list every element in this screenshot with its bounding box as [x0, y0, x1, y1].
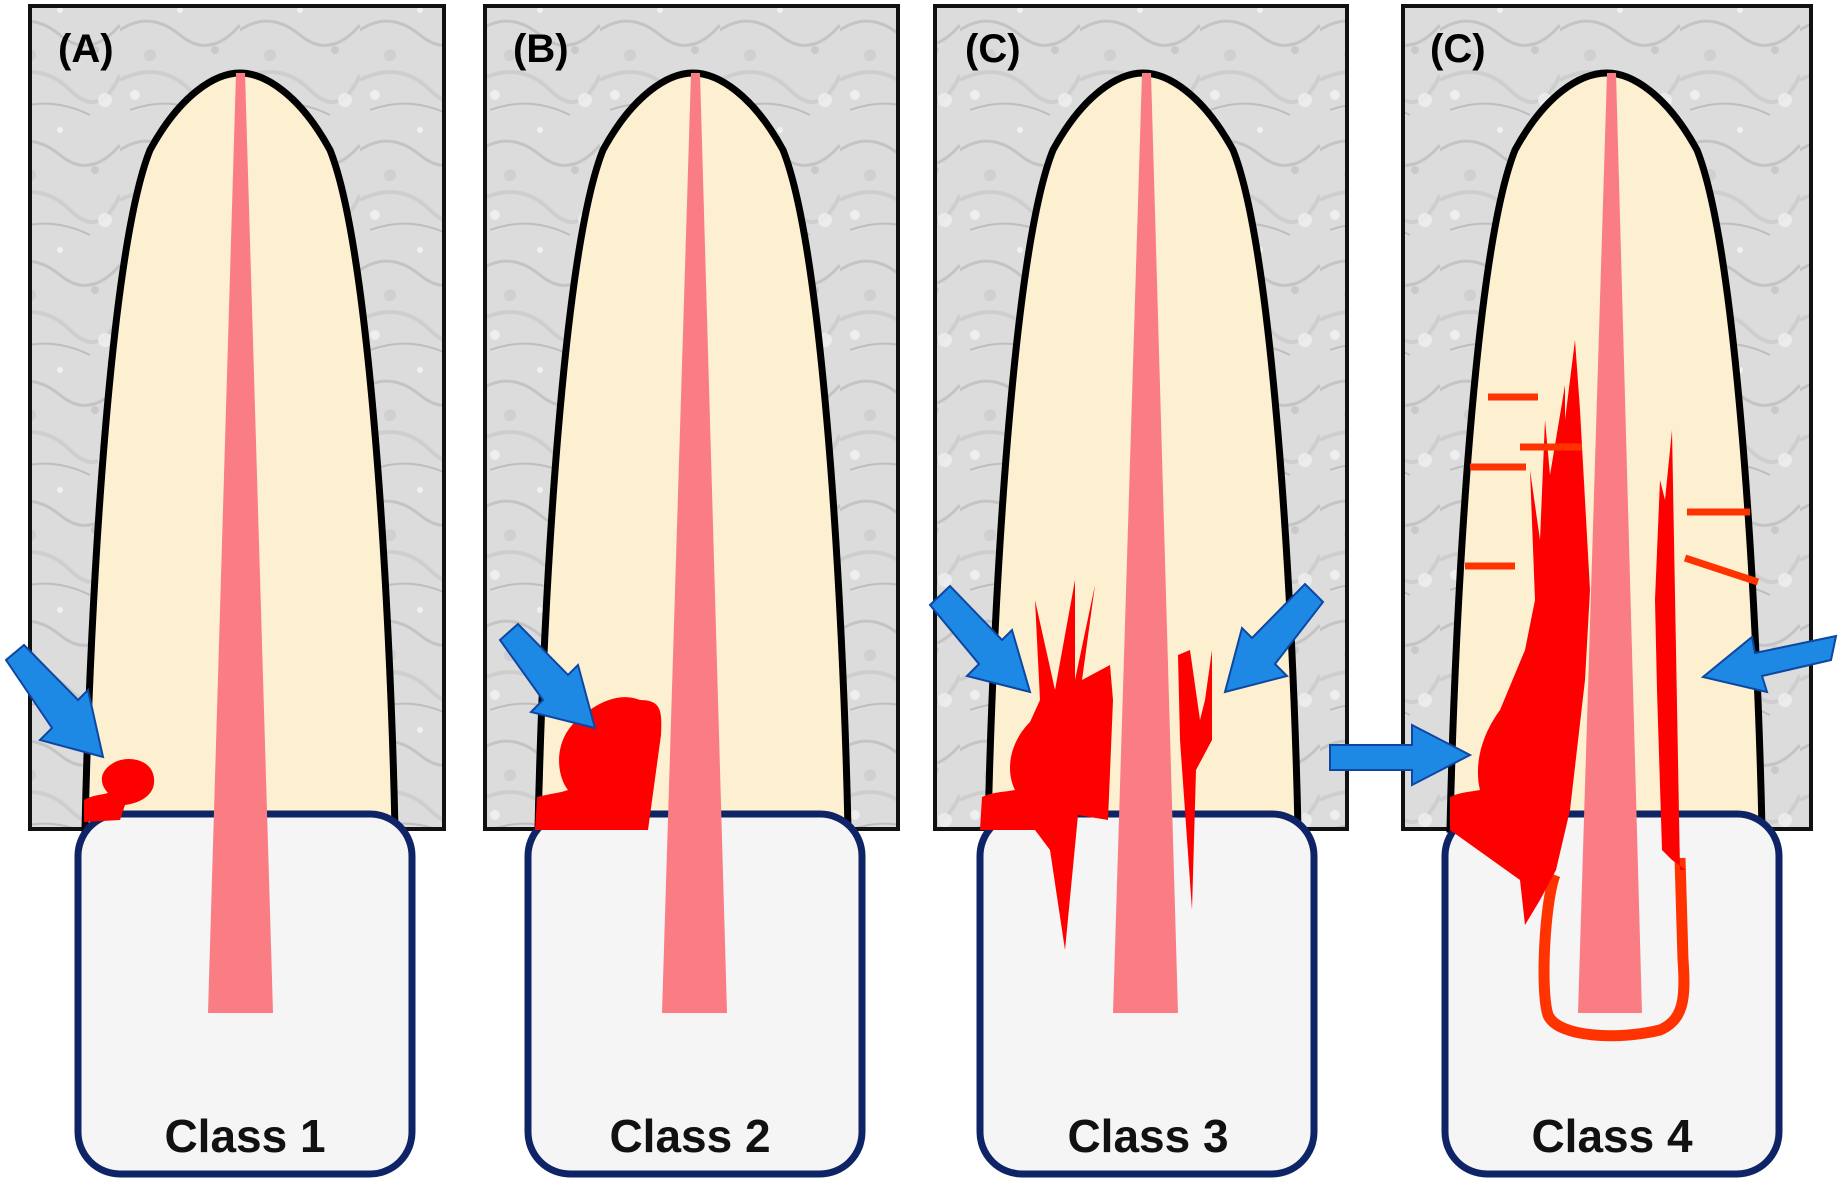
pointer-arrow — [498, 622, 597, 730]
class-label: Class 2 — [609, 1110, 770, 1162]
panel-label: (B) — [513, 27, 569, 71]
class-label: Class 1 — [164, 1110, 325, 1162]
resorption-lesion — [980, 580, 1113, 950]
resorption-lesion — [1450, 340, 1590, 925]
invasive-channels — [1465, 393, 1760, 586]
panel-label: (A) — [58, 27, 114, 71]
resorption-channel — [1655, 430, 1686, 870]
panel-b: (B) Class 2 — [483, 4, 900, 1178]
class-label: Class 4 — [1531, 1110, 1693, 1162]
pointer-arrow — [4, 643, 105, 759]
pulp-canal — [1578, 73, 1642, 1013]
invasive-loop — [1538, 857, 1690, 1042]
panel-label: (C) — [1430, 27, 1486, 71]
panel-c: (C) Class 3 — [928, 4, 1349, 1178]
resorption-lesion — [535, 697, 662, 830]
resorption-channel — [1178, 650, 1212, 910]
pointer-arrow — [928, 584, 1032, 694]
pointer-arrow — [1223, 582, 1325, 694]
panel-label: (C) — [965, 27, 1021, 71]
resorption-lesion — [84, 758, 155, 822]
panel-a: (A) Class 1 — [4, 4, 446, 1178]
pointer-arrow — [1700, 634, 1838, 694]
panel-d: (C) Class 4 — [1329, 4, 1838, 1178]
pointer-arrow — [1329, 723, 1473, 787]
class-label: Class 3 — [1067, 1110, 1228, 1162]
pulp-canal — [662, 73, 727, 1013]
pulp-canal — [208, 73, 273, 1013]
pulp-canal — [1113, 73, 1178, 1013]
